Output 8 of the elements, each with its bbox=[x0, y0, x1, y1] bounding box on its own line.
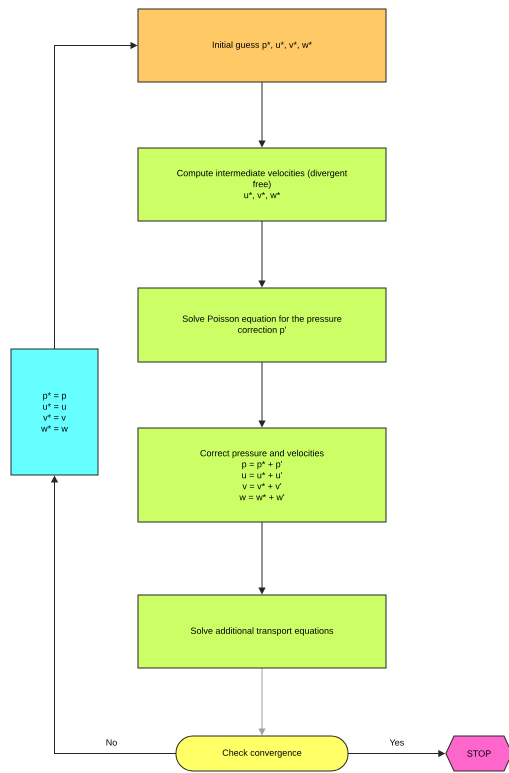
process-box: p* = p u* = u v* = v w* = w bbox=[10, 348, 98, 476]
process-box: Solve Poisson equation for the pressure correction p' bbox=[138, 288, 386, 362]
process-box: Solve additional transport equations bbox=[138, 594, 386, 668]
process-box: Correct pressure and velocities p = p* + p' u = u* + u' v = v* + v' w = w* + w' bbox=[138, 428, 386, 522]
process-box: Initial guess p*, u*, v*, w* bbox=[138, 8, 386, 82]
decision-terminal: Check convergence bbox=[176, 736, 348, 772]
process-box: Compute intermediate velocities (divergent free) u*, v*, w* bbox=[138, 148, 386, 222]
stop-terminal: STOP bbox=[445, 736, 509, 772]
